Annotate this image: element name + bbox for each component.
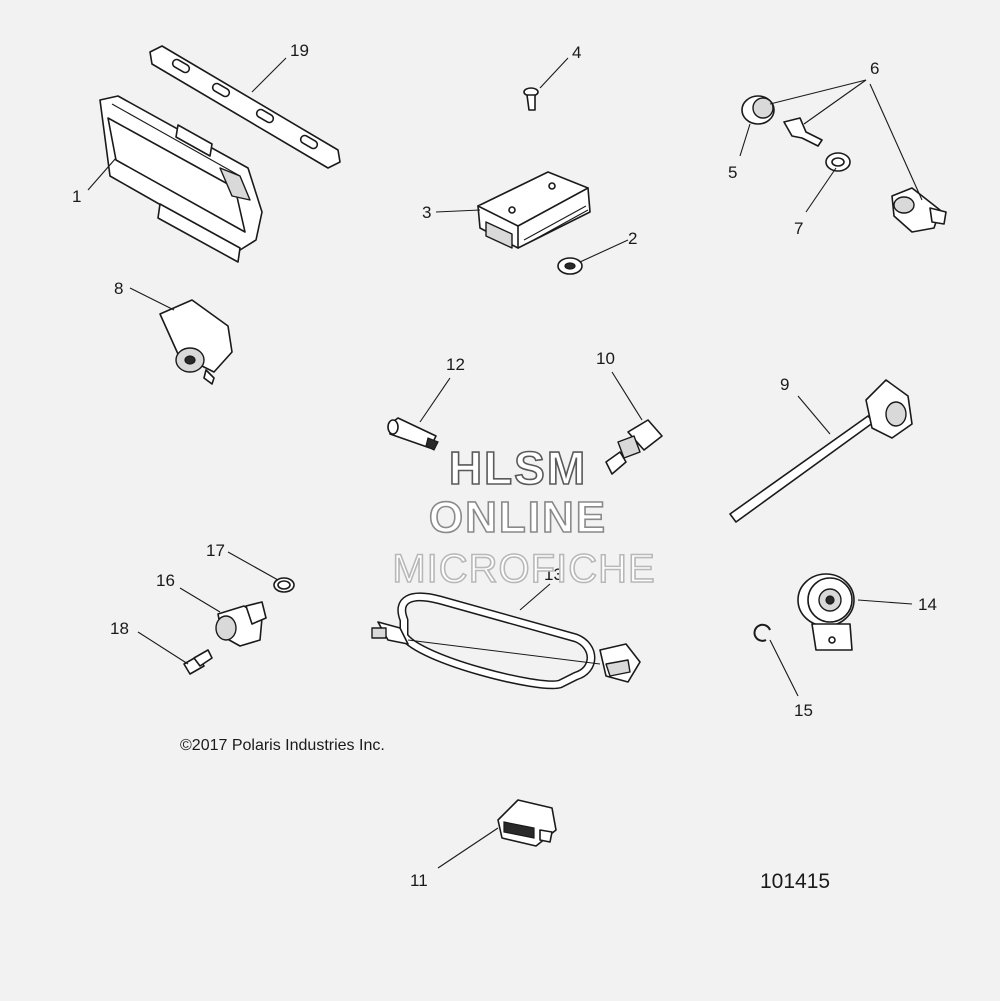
callout-12: 12 [446,355,465,374]
part-6-switch [891,187,947,233]
part-10-temp-sensor [605,419,663,475]
callout-17: 17 [206,541,225,560]
callout-7: 7 [794,219,803,238]
part-5-cap [741,95,775,125]
diagram-id: 101415 [760,870,830,893]
callout-16: 16 [156,571,175,590]
callout-5: 5 [728,163,737,182]
part-19-strap [149,45,341,169]
copyright-text: ©2017 Polaris Industries Inc. [180,737,385,754]
part-2-grommet [557,257,583,275]
part-18-bolt [183,649,213,675]
callout-13: 13 [544,565,563,584]
part-13-harness [371,592,641,690]
part-16-crank-sensor [215,601,267,647]
watermark-line-3: MICROFICHE [392,547,655,591]
callout-10: 10 [596,349,615,368]
callout-9: 9 [780,375,789,394]
part-11-relay [497,799,557,847]
callout-8: 8 [114,279,123,298]
part-9-speed-sensor [729,379,913,523]
part-15-clip [753,623,771,642]
callout-6: 6 [870,59,879,78]
watermark-line-1: HLSM [449,442,587,494]
part-17-oring [273,577,295,593]
callout-3: 3 [422,203,431,222]
part-4-screw [523,87,539,111]
callout-18: 18 [110,619,129,638]
callout-14: 14 [918,595,937,614]
part-7-washer [825,152,851,172]
callout-19: 19 [290,41,309,60]
part-12-sensor [387,417,439,451]
part-8-map-sensor [159,299,233,385]
watermark-line-2: ONLINE [429,493,607,542]
part-3-module [477,171,591,249]
callout-4: 4 [572,43,581,62]
part-14-knock-sensor [797,573,855,651]
callout-11: 11 [410,871,428,890]
part-6-key [783,117,823,147]
callout-1: 1 [72,187,81,206]
callout-15: 15 [794,701,813,720]
callout-2: 2 [628,229,637,248]
callout-labels: 1 2 3 4 5 6 7 8 9 10 11 12 13 14 15 16 1… [72,41,937,890]
leader-lines [87,57,923,869]
part-1-ecu [99,95,263,263]
watermark: HLSM ONLINE MICROFICHE [392,441,656,592]
